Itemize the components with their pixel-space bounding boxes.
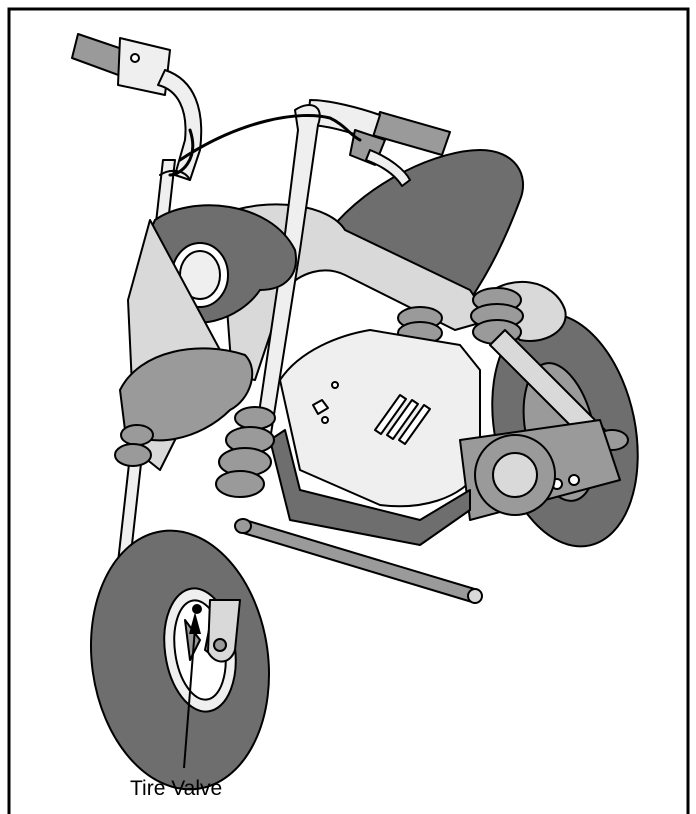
engine-cover	[280, 330, 480, 506]
front-wheel	[75, 519, 285, 801]
front-axle-bracket	[208, 600, 240, 662]
tire-valve	[193, 605, 201, 613]
tire-valve-label: Tire Valve	[130, 777, 250, 801]
